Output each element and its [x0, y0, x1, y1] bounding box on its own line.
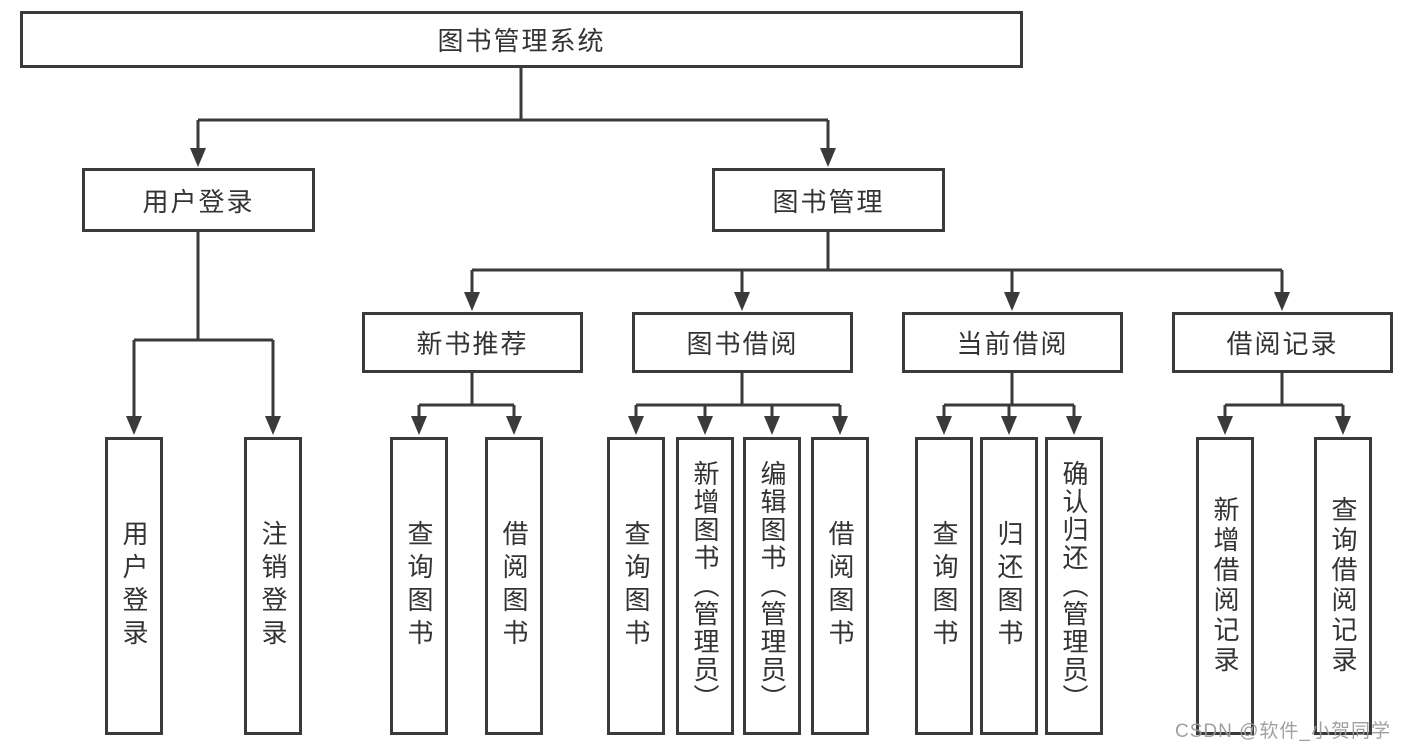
node-label: 用户登录	[119, 520, 149, 652]
node-label: 注销登录	[258, 520, 288, 652]
leaf-query-borrow-record: 查询借阅记录	[1314, 437, 1372, 735]
node-label: 查询图书	[929, 520, 959, 652]
node-current-borrowing: 当前借阅	[902, 312, 1123, 373]
node-book-borrowing: 图书借阅	[632, 312, 853, 373]
node-label: 查询借阅记录	[1328, 496, 1358, 676]
node-label: 查询图书	[404, 520, 434, 652]
node-label: 图书管理	[772, 186, 885, 217]
leaf-query-books-2: 查询图书	[607, 437, 665, 735]
node-label: 图书管理系统	[437, 26, 606, 56]
node-borrowing-records: 借阅记录	[1172, 312, 1393, 373]
arrowheads	[126, 148, 1351, 435]
node-label: 借阅图书	[499, 520, 529, 652]
leaf-borrow-books-2: 借阅图书	[811, 437, 869, 735]
leaf-borrow-books-1: 借阅图书	[485, 437, 543, 735]
node-label: 用户登录	[142, 186, 255, 217]
watermark: CSDN @软件_小贺同学	[1175, 721, 1391, 742]
node-label: 新书推荐	[416, 329, 529, 359]
node-label: 确认归还（管理员）	[1059, 460, 1089, 712]
node-new-book-recommend: 新书推荐	[362, 312, 583, 373]
node-label: 编辑图书（管理员）	[757, 460, 787, 712]
node-label: 新增借阅记录	[1210, 496, 1240, 676]
leaf-query-books-1: 查询图书	[390, 437, 448, 735]
node-user-login: 用户登录	[82, 168, 315, 232]
node-label: 新增图书（管理员）	[690, 460, 720, 712]
node-label: 借阅图书	[825, 520, 855, 652]
node-label: 查询图书	[621, 520, 651, 652]
node-label: 借阅记录	[1226, 329, 1339, 359]
leaf-add-book-admin: 新增图书（管理员）	[676, 437, 734, 735]
node-label: 图书借阅	[686, 329, 799, 359]
node-label: 归还图书	[994, 520, 1024, 652]
node-library-system-root: 图书管理系统	[20, 11, 1023, 68]
connector-lines	[132, 68, 1345, 418]
leaf-user-login: 用户登录	[105, 437, 163, 735]
leaf-query-books-3: 查询图书	[915, 437, 973, 735]
node-label: 当前借阅	[956, 329, 1069, 359]
leaf-logout-login: 注销登录	[244, 437, 302, 735]
leaf-add-borrow-record: 新增借阅记录	[1196, 437, 1254, 735]
leaf-return-books: 归还图书	[980, 437, 1038, 735]
leaf-confirm-return-admin: 确认归还（管理员）	[1045, 437, 1103, 735]
leaf-edit-book-admin: 编辑图书（管理员）	[743, 437, 801, 735]
node-book-management: 图书管理	[712, 168, 945, 232]
